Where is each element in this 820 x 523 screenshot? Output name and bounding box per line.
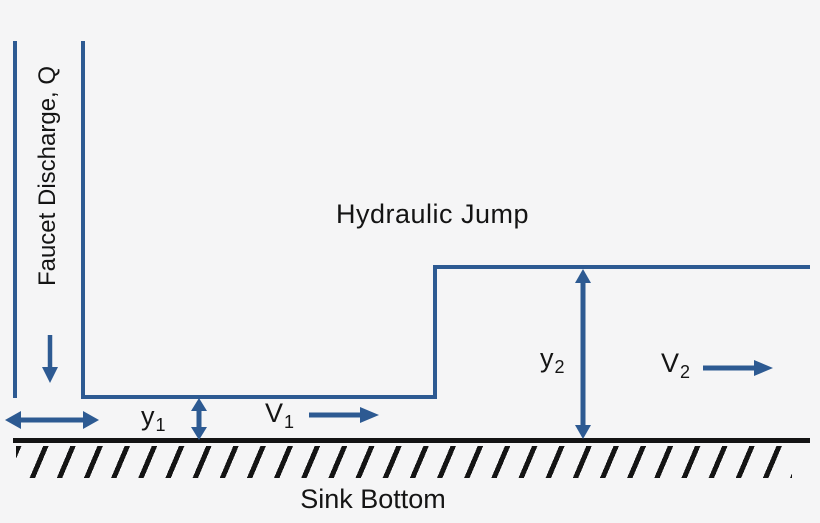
faucet-left-wall-line — [13, 41, 17, 398]
v2-label-base: V — [661, 348, 680, 378]
y2-label-base: y — [540, 343, 554, 373]
v2-label-sub: 2 — [680, 362, 691, 382]
faucet-width-double-arrow-icon — [5, 411, 99, 429]
y1-label-sub: 1 — [155, 415, 166, 435]
high-water-surface-line — [433, 265, 810, 269]
v1-label-sub: 1 — [284, 412, 295, 432]
faucet-flow-down-arrow-icon — [42, 335, 58, 383]
low-water-surface-line — [81, 395, 437, 399]
y2-label-sub: 2 — [554, 357, 565, 377]
v1-flow-arrow-icon — [309, 407, 379, 423]
y2-depth-double-arrow-icon — [575, 269, 591, 439]
faucet-right-wall-line — [81, 41, 85, 399]
v2-flow-arrow-icon — [703, 360, 773, 376]
sink-bottom-line — [13, 438, 810, 443]
sink-bottom-label: Sink Bottom — [300, 484, 446, 514]
ground-hatching — [16, 446, 792, 478]
y1-depth-label: y1 — [141, 401, 166, 435]
diagram-title: Hydraulic Jump — [336, 199, 530, 229]
y2-depth-label: y2 — [540, 343, 565, 377]
v1-velocity-label: V1 — [265, 398, 295, 432]
y1-label-base: y — [141, 401, 155, 431]
jump-face-line — [433, 265, 437, 399]
faucet-discharge-label: Faucet Discharge, Q — [34, 65, 61, 287]
y1-depth-double-arrow-icon — [191, 398, 207, 440]
v2-velocity-label: V2 — [661, 348, 691, 382]
v1-label-base: V — [265, 398, 284, 428]
